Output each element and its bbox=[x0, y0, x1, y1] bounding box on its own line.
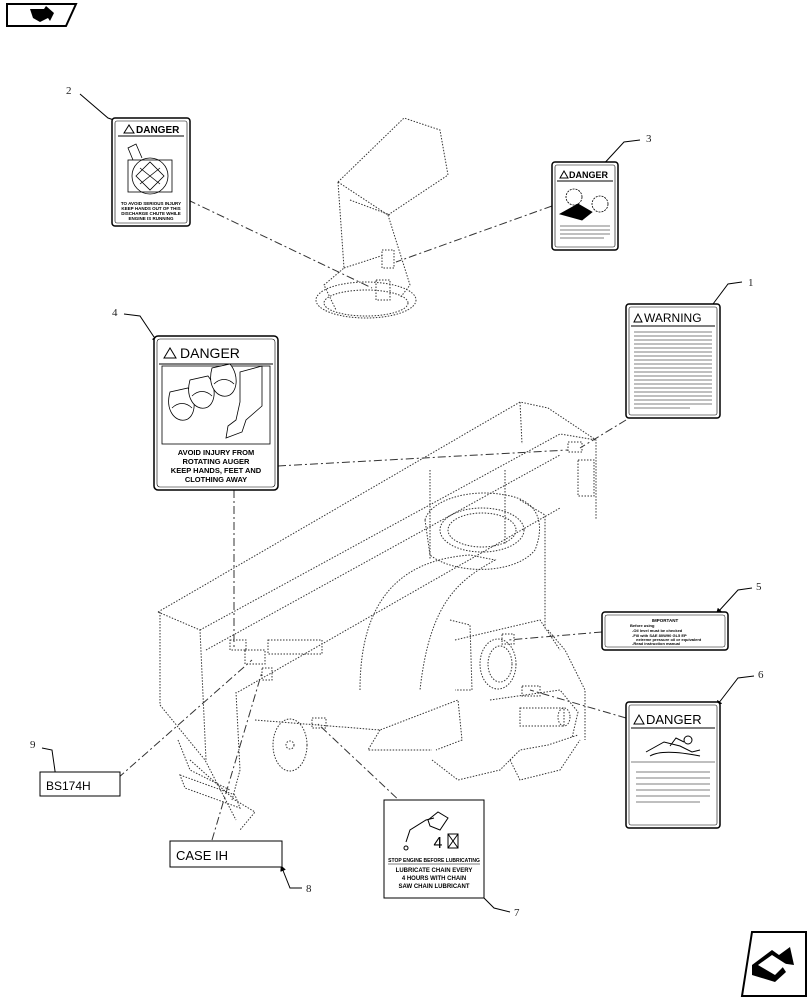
decal-8-case-ih-label[interactable]: CASE IH bbox=[169, 840, 283, 868]
decal-text-line: ROTATING AUGER bbox=[183, 457, 251, 466]
entanglement-person-icon bbox=[645, 735, 701, 757]
gear-hand-icon bbox=[558, 188, 609, 221]
decal-header: DANGER bbox=[136, 125, 180, 136]
decal-text-line: SAW CHAIN LUBRICANT bbox=[399, 884, 470, 890]
callout-number: 9 bbox=[30, 739, 36, 751]
decal-text-line: extreme pressure oil or equivalent bbox=[636, 637, 702, 642]
callout-number: 7 bbox=[514, 907, 520, 919]
callout-number: 8 bbox=[306, 883, 312, 895]
decal-text-line: TO AVOID SERIOUS INJURY bbox=[121, 201, 181, 206]
decal-text-line: Before using bbox=[630, 623, 655, 628]
callout-number: 5 bbox=[756, 581, 762, 593]
decal-text-line: KEEP HANDS OUT OF THIS bbox=[121, 206, 180, 211]
decal-text-line: LUBRICATE CHAIN EVERY bbox=[396, 868, 473, 874]
callout-number: 1 bbox=[748, 277, 754, 289]
arrow-next-page-icon bbox=[752, 947, 794, 982]
snow-blower-assembly bbox=[157, 117, 597, 831]
callout-number: 2 bbox=[66, 85, 72, 97]
callout-number: 6 bbox=[758, 669, 764, 681]
decal-text-line: CLOTHING AWAY bbox=[185, 475, 247, 484]
decal-9-model-label[interactable]: BS174H bbox=[39, 771, 121, 797]
warning-text-lines bbox=[634, 331, 712, 409]
arrow-right-icon bbox=[30, 6, 54, 22]
decal-text-line: -Fill with SAE 80W90 GL5 EP bbox=[632, 633, 687, 638]
decal-text-line: -Read instruction manual bbox=[632, 641, 680, 646]
decal-label: CASE IH bbox=[176, 848, 228, 863]
callout-lines bbox=[41, 93, 755, 913]
decal-5-important-oil[interactable]: IMPORTANT Before using -Oil level must b… bbox=[601, 611, 729, 651]
decal-header: DANGER bbox=[646, 712, 702, 727]
blower-housing bbox=[157, 401, 597, 831]
decal-label: BS174H bbox=[46, 779, 91, 793]
decal-text-line: KEEP HANDS, FEET AND bbox=[171, 466, 262, 475]
decal-header: IMPORTANT bbox=[652, 618, 679, 623]
auger-foot-icon bbox=[161, 363, 271, 445]
callout-number: 3 bbox=[646, 133, 652, 145]
decal-text-line: -Oil level must be checked bbox=[632, 628, 683, 633]
chute-hand-icon bbox=[127, 143, 173, 195]
decal-text-line: 4 HOURS WITH CHAIN bbox=[402, 876, 466, 882]
decal-3-danger-gears[interactable]: DANGER bbox=[551, 161, 619, 251]
decal-text-line: ENGINE IS RUNNING bbox=[128, 216, 174, 221]
decal-header: DANGER bbox=[180, 345, 240, 361]
decal-1-warning[interactable]: WARNING bbox=[625, 303, 721, 419]
decal-text-line: DISCHARGE CHUTE WHILE bbox=[121, 211, 181, 216]
decal-header: WARNING bbox=[644, 311, 702, 325]
decal-text-line: STOP ENGINE BEFORE LUBRICATING bbox=[388, 858, 480, 864]
prev-page-button[interactable] bbox=[6, 3, 78, 27]
discharge-chute bbox=[315, 117, 449, 319]
decal-text-line: AVOID INJURY FROM bbox=[178, 448, 255, 457]
decal-4-danger-auger[interactable]: DANGER AVOID INJURY FROM ROTATING AUGER … bbox=[153, 335, 279, 491]
decal-6-danger-entanglement[interactable]: DANGER bbox=[625, 701, 721, 829]
next-page-button[interactable] bbox=[740, 931, 807, 997]
oil-can-icon bbox=[403, 811, 459, 851]
decal-2-danger-chute[interactable]: DANGER TO AVOID SERIOUS INJURY KEEP HAND… bbox=[111, 117, 191, 227]
callout-number: 4 bbox=[112, 307, 118, 319]
leader-lines bbox=[117, 199, 627, 841]
decal-header: DANGER bbox=[569, 170, 609, 180]
decal-big-number: 4 bbox=[434, 835, 443, 852]
decal-7-lubricate-chain[interactable]: 4 STOP ENGINE BEFORE LUBRICATING LUBRICA… bbox=[383, 799, 485, 899]
